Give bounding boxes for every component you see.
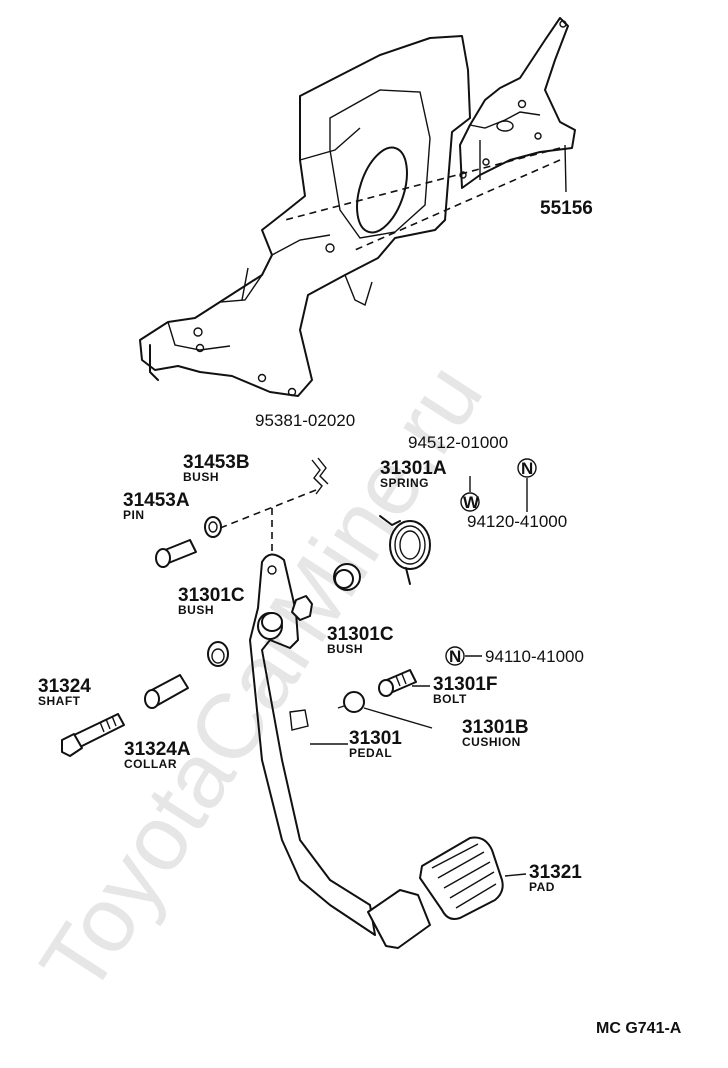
label-94110-number: 94110-41000 (485, 647, 584, 666)
bush-31301c-lower-drawing (207, 641, 229, 667)
label-31453b-name: BUSH (183, 470, 219, 484)
svg-text:N: N (521, 459, 533, 478)
label-94120-number: 94120-41000 (467, 512, 567, 531)
label-31301f-name: BOLT (433, 692, 467, 706)
label-31301b-number: 31301B (462, 717, 529, 738)
label-31453a-name: PIN (123, 508, 145, 522)
label-31301c-lower-name: BUSH (327, 642, 363, 656)
svg-text:W: W (463, 493, 480, 512)
support-bracket-55156-drawing (284, 17, 576, 251)
w-mark-94512: W (460, 492, 480, 512)
leader-lines (412, 476, 528, 687)
label-31301b-name: CUSHION (462, 735, 521, 749)
spring-31301a-drawing (379, 515, 431, 585)
pedal-bracket-drawing (139, 35, 471, 397)
pin-31453a-drawing (155, 539, 197, 568)
shaft-31324-drawing (61, 713, 125, 757)
label-31324-number: 31324 (38, 676, 91, 697)
bush-31453b-drawing (204, 516, 222, 538)
label-31324a-name: COLLAR (124, 757, 177, 771)
label-31301c-lower-number: 31301C (327, 624, 394, 645)
svg-text:N: N (449, 647, 461, 666)
label-31301a-name: SPRING (380, 476, 429, 490)
label-31301f-number: 31301F (433, 674, 497, 695)
label-31301c-upper-number: 31301C (178, 585, 245, 606)
n-mark-94110: N (445, 646, 465, 666)
label-55156-number: 55156 (540, 198, 593, 219)
label-31453a-number: 31453A (123, 490, 190, 511)
pedal-31301-drawing (249, 553, 431, 949)
clip-drawing (209, 457, 329, 556)
label-31321-number: 31321 (529, 862, 582, 883)
label-31324-name: SHAFT (38, 694, 81, 708)
n-mark-94120: N (517, 458, 537, 478)
label-31301-number: 31301 (349, 728, 402, 749)
label-31453b-number: 31453B (183, 452, 250, 473)
label-95381-number: 95381-02020 (255, 411, 355, 430)
label-31301a-number: 31301A (380, 458, 447, 479)
bolt-31301f-drawing (378, 669, 417, 697)
pad-31321-drawing (419, 836, 527, 920)
bush-31301c-upper-drawing (333, 563, 361, 591)
cushion-31301b-drawing (337, 691, 433, 729)
label-31301-name: PEDAL (349, 746, 392, 760)
collar-31324a-drawing (144, 674, 189, 709)
label-31321-name: PAD (529, 880, 555, 894)
label-31301c-upper-name: BUSH (178, 603, 214, 617)
diagram-code: MC G741-A (596, 1020, 682, 1037)
label-31324a-number: 31324A (124, 739, 191, 760)
label-94512-number: 94512-01000 (408, 433, 508, 452)
